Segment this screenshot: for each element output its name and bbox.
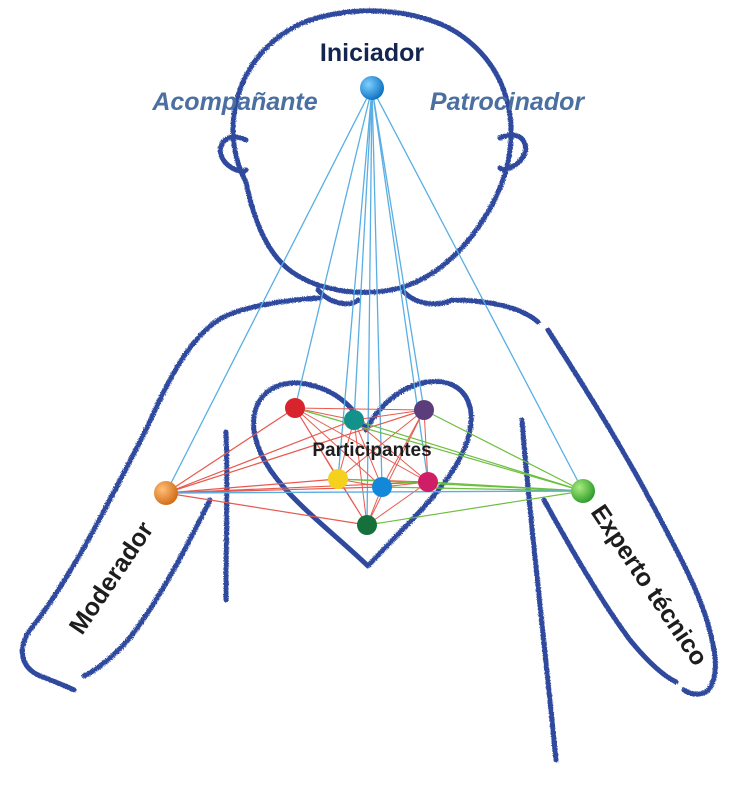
participant-node: [414, 400, 434, 420]
participantes-label: Participantes: [312, 440, 431, 461]
participant-node: [328, 469, 348, 489]
participant-node: [285, 398, 305, 418]
participant-node: [344, 410, 364, 430]
patrocinador-label: Patrocinador: [430, 88, 585, 116]
iniciador-link: [372, 88, 583, 491]
experto-node: [571, 479, 595, 503]
participant-node: [418, 472, 438, 492]
iniciador-label: Iniciador: [320, 39, 424, 67]
participant-node: [372, 477, 392, 497]
right-torso: [522, 420, 556, 760]
iniciador-node: [360, 76, 384, 100]
left-torso: [226, 432, 227, 600]
moderador-link: [166, 493, 367, 525]
participant-link: [295, 408, 424, 410]
iniciador-link: [295, 88, 372, 408]
acompanante-label: Acompañante: [151, 88, 317, 116]
participant-node: [357, 515, 377, 535]
moderador-node: [154, 481, 178, 505]
